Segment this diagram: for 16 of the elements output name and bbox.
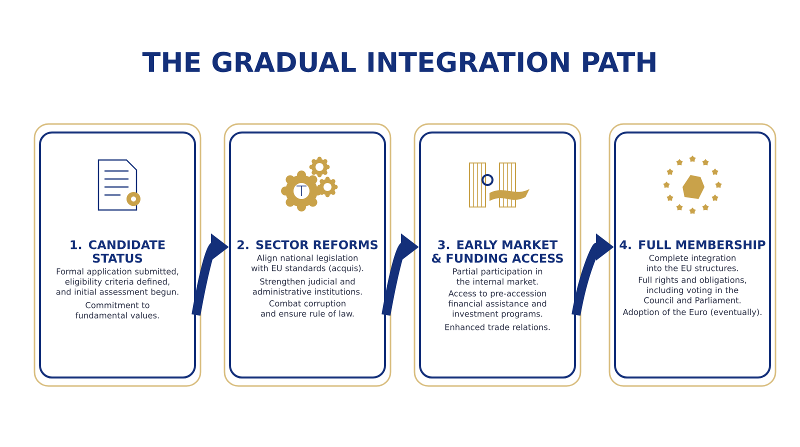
- step-heading: 4. FULL MEMBERSHIP: [620, 240, 766, 250]
- description-text: Commitment to fundamental values.: [76, 302, 159, 318]
- title: THE GRADUAL INTEGRATION PATH: [142, 52, 656, 72]
- step-heading: 1. CANDIDATE STATUS: [70, 240, 165, 263]
- description-text: Adoption of the Euro (eventually).: [622, 308, 762, 317]
- description-text: Align national legislation with EU standards (acquis).: [251, 254, 364, 273]
- description-text: Enhanced trade relations.: [445, 324, 550, 330]
- description-text: Full rights and obligations, including voting in the Council and Parliament.: [638, 276, 746, 304]
- step-heading: 2. SECTOR REFORMS: [238, 240, 378, 250]
- description-text: Combat corruption and ensure rule of law.: [261, 300, 354, 317]
- description-text: Complete integration into the EU structures.: [646, 254, 738, 272]
- description-text: Strengthen judicial and administrative institutions.: [252, 278, 362, 295]
- description-text: Formal application submitted, eligibility criteria defined, and initial assessment begun.: [56, 268, 178, 297]
- step-heading: 3. EARLY MARKET & FUNDING ACCESS: [432, 240, 563, 263]
- description-text: Partial participation in the internal market.: [453, 268, 542, 285]
- description-text: Access to pre-accession financial assistance and investment programs.: [448, 290, 546, 318]
